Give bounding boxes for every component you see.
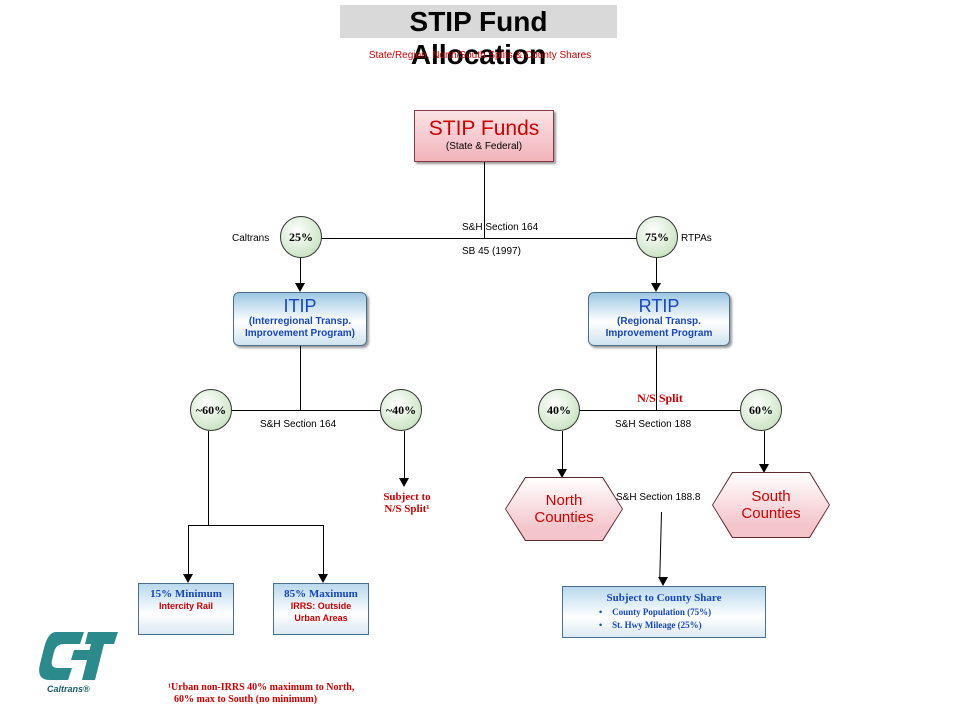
caltrans-label: Caltrans <box>232 233 270 244</box>
connector-line <box>562 431 563 469</box>
itip-section-164-label: S&H Section 164 <box>260 419 337 430</box>
rtip-box: RTIP (Regional Transp. Improvement Progr… <box>588 292 730 346</box>
pct-circle-75: 75% <box>636 216 678 258</box>
stip-funds-subtitle: (State & Federal) <box>445 141 523 152</box>
itip-box: ITIP (Interregional Transp. Improvement … <box>233 292 367 346</box>
connector-line <box>188 525 189 574</box>
maximum-box: 85% Maximum IRRS: Outside Urban Areas <box>273 583 369 635</box>
connector-line <box>208 431 209 525</box>
pct-circle-25: 25% <box>280 216 322 258</box>
south-line2: Counties <box>741 505 801 522</box>
county-share-box: Subject to County Share •County Populati… <box>562 586 766 638</box>
minimum-line1: Intercity Rail <box>158 601 214 611</box>
stip-funds-box: STIP Funds (State & Federal) <box>414 110 554 162</box>
section-188-8-label: S&H Section 188.8 <box>616 492 701 503</box>
connector-line <box>764 431 765 465</box>
connector-line <box>323 525 324 574</box>
arrow-down-icon <box>295 283 305 292</box>
arrow-down-icon <box>399 478 409 487</box>
footnote: ¹Urban non-IRRS 40% maximum to North, 60… <box>168 682 355 705</box>
north-counties-hex: North Counties <box>505 477 623 541</box>
arrow-down-icon <box>759 464 769 473</box>
caltrans-logo-icon <box>39 632 118 680</box>
itip-line1: (Interregional Transp. <box>248 316 352 327</box>
itip-title: ITIP <box>283 296 317 316</box>
section-188-label: S&H Section 188 <box>615 419 692 430</box>
list-item: •County Population (75%) <box>599 607 712 617</box>
rtip-line2: Improvement Program <box>605 328 713 339</box>
county-share-list: •County Population (75%) •St. Hwy Mileag… <box>563 606 765 632</box>
rtip-line1: (Regional Transp. <box>617 316 701 327</box>
sb45-label: SB 45 (1997) <box>462 246 521 257</box>
arrow-down-icon <box>318 574 328 583</box>
maximum-heading: 85% Maximum <box>284 588 358 600</box>
connector-line <box>656 346 657 410</box>
pct-circle-60-itip: ~60% <box>190 389 232 431</box>
section-164-label: S&H Section 164 <box>462 222 539 233</box>
pct-circle-40-rtip: 40% <box>538 389 580 431</box>
south-counties-hex: South Counties <box>712 472 830 538</box>
caltrans-logo-text: Caltrans® <box>47 684 90 694</box>
connector-line <box>316 238 642 239</box>
county-share-heading: Subject to County Share <box>606 592 722 604</box>
subject-to-ns-split: Subject to N/S Split¹ <box>383 491 431 515</box>
ns-split-title: N/S Split <box>637 391 683 405</box>
stip-funds-title: STIP Funds <box>428 117 540 140</box>
minimum-box: 15% Minimum Intercity Rail <box>138 583 234 635</box>
south-line1: South <box>751 488 791 505</box>
arrow-down-icon <box>557 469 567 478</box>
connector-line <box>188 525 324 526</box>
rtpas-label: RTPAs <box>681 233 712 244</box>
minimum-heading: 15% Minimum <box>150 588 222 600</box>
pct-circle-40-itip: ~40% <box>380 389 422 431</box>
connector-line <box>659 511 662 578</box>
maximum-line2: Urban Areas <box>294 613 348 623</box>
north-line1: North <box>545 492 583 509</box>
arrow-down-icon <box>658 577 668 586</box>
arrow-down-icon <box>651 283 661 292</box>
north-line2: Counties <box>534 509 594 526</box>
list-item: •St. Hwy Mileage (25%) <box>599 620 702 630</box>
page-title: STIP Fund Allocation <box>340 5 617 70</box>
connector-line <box>300 258 301 283</box>
maximum-line1: IRRS: Outside <box>290 601 352 611</box>
connector-line <box>656 258 657 283</box>
pct-circle-60-rtip: 60% <box>740 389 782 431</box>
rtip-title: RTIP <box>638 296 680 316</box>
itip-line2: Improvement Program) <box>244 328 356 339</box>
arrow-down-icon <box>183 574 193 583</box>
connector-line <box>300 346 301 410</box>
connector-line <box>232 410 382 411</box>
connector-line <box>578 410 740 411</box>
connector-line <box>404 431 405 478</box>
connector-line <box>484 162 485 238</box>
page-subtitle: State/Region, North/South Splits & Count… <box>368 50 592 61</box>
